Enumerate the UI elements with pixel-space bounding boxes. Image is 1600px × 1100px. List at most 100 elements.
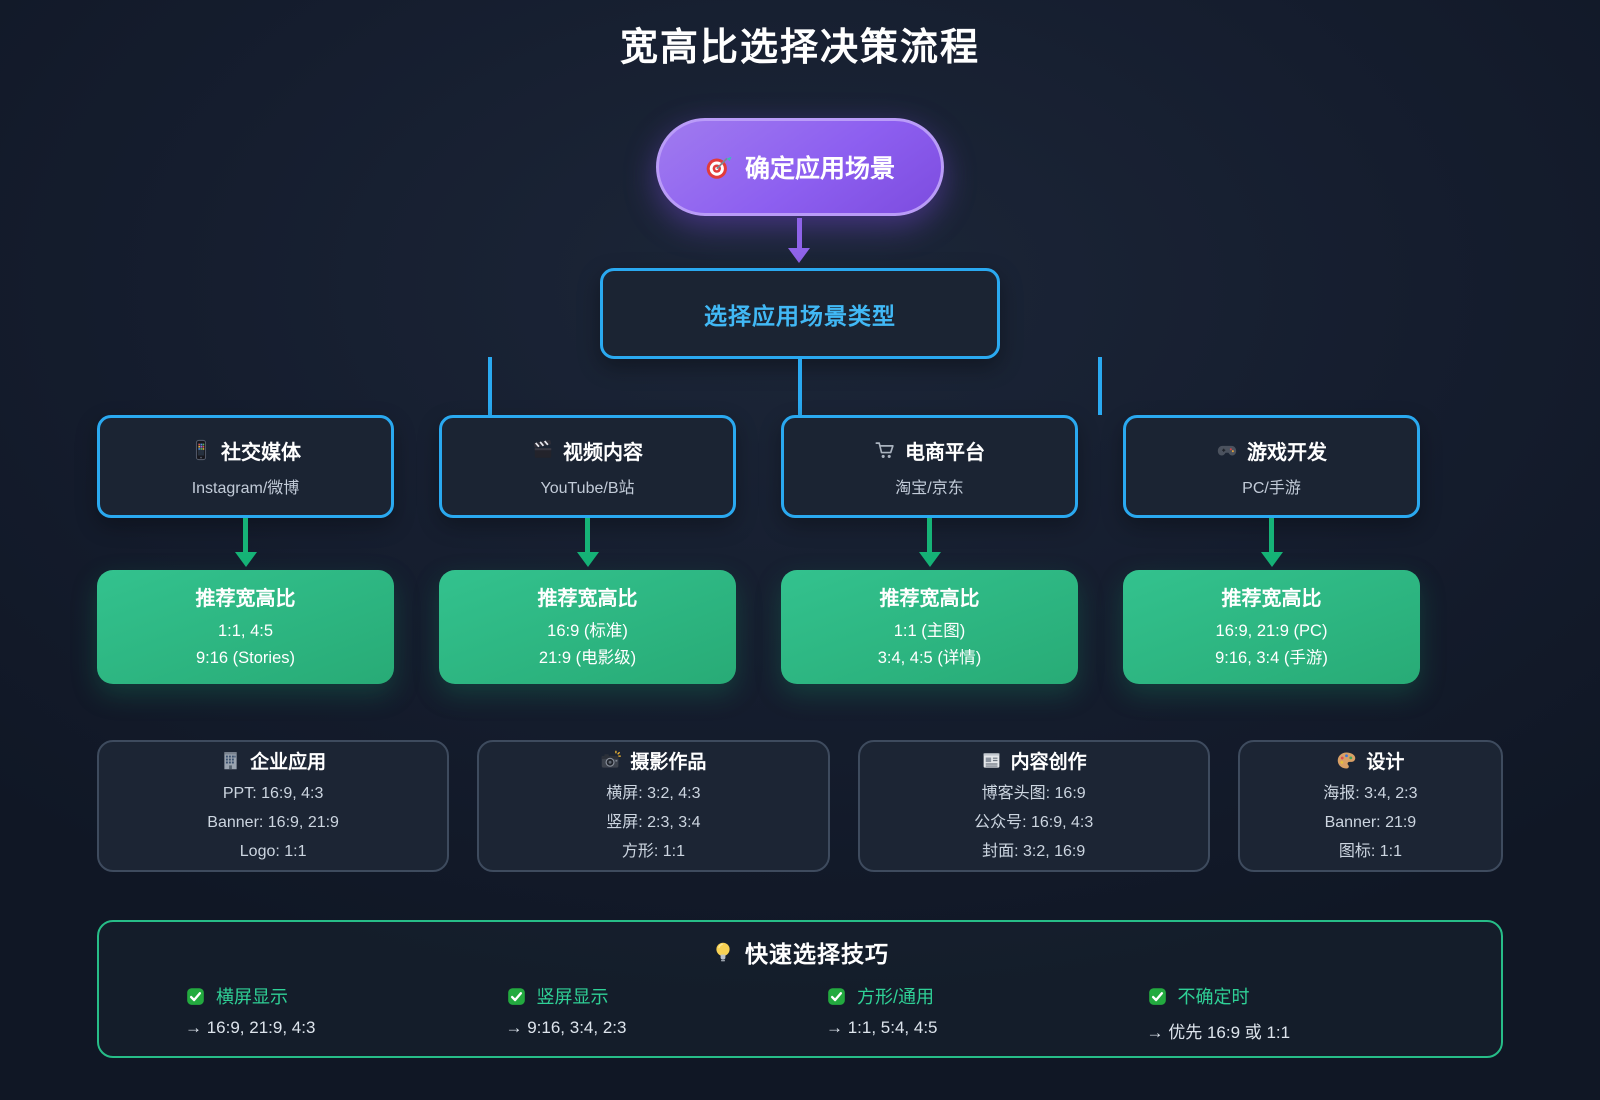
recommendation-node: 推荐宽高比 1:1 (主图) 3:4, 4:5 (详情) (781, 570, 1078, 684)
info-card-line: 竖屏: 2:3, 3:4 (606, 813, 701, 831)
info-card-line: 方形: 1:1 (621, 842, 685, 860)
tip-heading: 方形/通用 (826, 983, 1121, 1009)
recommendation-title: 推荐宽高比 (879, 588, 980, 610)
scenario-node: 社交媒体 Instagram/微博 (97, 415, 394, 518)
connector-line (927, 518, 932, 552)
check-icon (506, 986, 527, 1007)
info-card-line: 公众号: 16:9, 4:3 (974, 813, 1094, 831)
info-card-line: Logo: 1:1 (239, 842, 307, 860)
recommendation-line: 1:1 (主图) (893, 622, 966, 640)
start-node: 确定应用场景 (655, 118, 945, 216)
recommendation-line: 16:9 (标准) (547, 622, 628, 640)
check-icon (185, 986, 206, 1007)
tip-item: 横屏显示 → 16:9, 21:9, 4:3 (159, 983, 480, 1043)
recommendation-line: 3:4, 4:5 (详情) (877, 649, 982, 667)
tip-item: 竖屏显示 → 9:16, 3:4, 2:3 (480, 983, 801, 1043)
smartphone-icon (190, 439, 212, 461)
connector-line (488, 357, 492, 415)
target-icon (705, 154, 732, 181)
tip-heading-label: 竖屏显示 (536, 987, 609, 1007)
recommendation-line: 9:16, 3:4 (手游) (1215, 649, 1328, 667)
info-card-line: Banner: 21:9 (1324, 813, 1417, 831)
decision-node-label: 选择应用场景类型 (704, 302, 896, 329)
scenario-title-label: 游戏开发 (1247, 441, 1327, 464)
scenario-title-label: 电商平台 (905, 441, 985, 464)
info-card-title: 设计 (1336, 747, 1404, 774)
tip-heading-label: 不确定时 (1177, 987, 1250, 1007)
info-card-title-label: 设计 (1366, 751, 1405, 773)
info-card-line: 图标: 1:1 (1338, 842, 1402, 860)
tip-value: → 9:16, 3:4, 2:3 (505, 1018, 627, 1037)
scenario-title-label: 社交媒体 (221, 441, 301, 464)
info-card: 内容创作博客头图: 16:9 公众号: 16:9, 4:3 封面: 3:2, 16:… (857, 740, 1210, 872)
recommendation-title: 推荐宽高比 (1221, 588, 1322, 610)
recommendation-line: 21:9 (电影级) (538, 649, 637, 667)
info-card-line: 博客头图: 16:9 (981, 784, 1086, 802)
tip-heading-label: 方形/通用 (857, 987, 935, 1007)
info-card: 摄影作品横屏: 3:2, 4:3 竖屏: 2:3, 3:4 方形: 1:1 (477, 740, 830, 872)
recommendation-node: 推荐宽高比 1:1, 4:5 9:16 (Stories) (97, 570, 394, 684)
recommendation-node: 推荐宽高比 16:9 (标准) 21:9 (电影级) (439, 570, 736, 684)
arrow-head-icon (1260, 552, 1283, 567)
scenario-node: 电商平台淘宝/京东 (781, 415, 1078, 518)
recommendation-line: 16:9, 21:9 (PC) (1215, 622, 1328, 640)
info-card-title-label: 摄影作品 (630, 751, 707, 773)
tips-title-label: 快速选择技巧 (745, 941, 889, 967)
gamepad-icon (1216, 439, 1238, 461)
arrow-head-icon (234, 552, 257, 567)
info-card-line: PPT: 16:9, 4:3 (222, 784, 324, 802)
tip-value: → 16:9, 21:9, 4:3 (185, 1018, 316, 1037)
info-card-title-label: 企业应用 (250, 751, 327, 773)
tip-heading: 横屏显示 (185, 983, 480, 1009)
branch-column: 游戏开发 PC/手游推荐宽高比 16:9, 21:9 (PC) 9:16, 3:4 (… (1123, 415, 1420, 684)
connector-arrow (576, 518, 599, 570)
cart-icon (874, 439, 896, 461)
check-icon (826, 986, 847, 1007)
tips-grid: 横屏显示 → 16:9, 21:9, 4:3 竖屏显示 → 9:16, 3:4, 2:… (99, 983, 1501, 1043)
tip-heading: 不确定时 (1147, 983, 1442, 1009)
info-card-line: 封面: 3:2, 16:9 (982, 842, 1086, 860)
connector-line (243, 518, 248, 552)
recommendation-line: 9:16 (Stories) (195, 649, 296, 667)
info-card-line: 海报: 3:4, 2:3 (1323, 784, 1418, 802)
recommendation-line: 1:1, 4:5 (217, 622, 274, 640)
scenario-title: 电商平台 (874, 436, 985, 465)
tip-item: 方形/通用 → 1:1, 5:4, 4:5 (800, 983, 1121, 1043)
scenario-title: 社交媒体 (190, 436, 301, 465)
tips-panel: 快速选择技巧 横屏显示 → 16:9, 21:9, 4:3 竖屏显示 → 9:16, … (97, 920, 1503, 1058)
newspaper-icon (981, 750, 1002, 771)
scenario-subtitle: PC/手游 (1242, 479, 1301, 497)
recommendation-node: 推荐宽高比 16:9, 21:9 (PC) 9:16, 3:4 (手游) (1123, 570, 1420, 684)
tip-value: → 1:1, 5:4, 4:5 (826, 1018, 938, 1037)
building-icon (220, 750, 241, 771)
info-card-line: Banner: 16:9, 21:9 (207, 813, 339, 831)
connector-arrow (918, 518, 941, 570)
connector-line (585, 518, 590, 552)
branch-column: 社交媒体 Instagram/微博推荐宽高比 1:1, 4:5 9:16 (Stori… (97, 415, 394, 684)
clapper-icon (532, 439, 554, 461)
scenario-subtitle: YouTube/B站 (540, 479, 635, 497)
connector-arrow (234, 518, 257, 570)
recommendation-title: 推荐宽高比 (537, 588, 638, 610)
palette-icon (1336, 750, 1357, 771)
decision-node: 选择应用场景类型 (600, 268, 1000, 359)
tip-value: → 优先 16:9 或 1:1 (1146, 1023, 1291, 1042)
info-card-title: 摄影作品 (600, 747, 706, 774)
bulb-icon (711, 940, 735, 964)
branch-column: 电商平台淘宝/京东推荐宽高比 1:1 (主图) 3:4, 4:5 (详情) (781, 415, 1078, 684)
info-card-title-label: 内容创作 (1010, 751, 1087, 773)
scenario-node: 游戏开发 PC/手游 (1123, 415, 1420, 518)
scenario-subtitle: 淘宝/京东 (895, 479, 964, 497)
start-node-label: 确定应用场景 (744, 155, 896, 183)
info-card-line: 横屏: 3:2, 4:3 (606, 784, 701, 802)
recommendation-title: 推荐宽高比 (195, 588, 296, 610)
check-icon (1147, 986, 1168, 1007)
scenario-title: 游戏开发 (1216, 436, 1327, 465)
scenario-subtitle: Instagram/微博 (191, 479, 300, 497)
arrow-head-icon (788, 248, 810, 263)
